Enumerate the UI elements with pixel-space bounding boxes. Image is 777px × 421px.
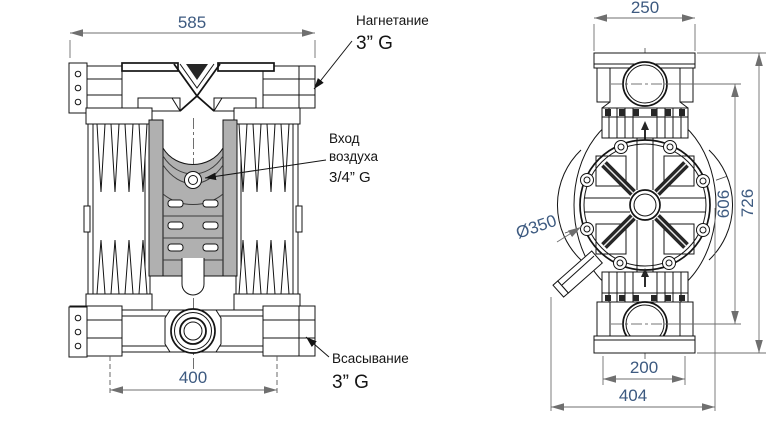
suction-size-text: 3” G	[332, 372, 369, 393]
dim-front-width-top: 585	[69, 13, 316, 58]
side-top-flange	[593, 52, 696, 107]
air-flow-arrow-bottom	[641, 268, 649, 287]
dim-text-diameter: Ø350	[513, 211, 559, 243]
air-inlet-port	[184, 171, 202, 189]
side-spokes	[601, 161, 689, 249]
air-inlet-label: Вход воздуха 3/4” G	[204, 131, 378, 186]
side-muffler-pipe	[552, 250, 604, 298]
side-body	[557, 109, 733, 301]
dim-text-400: 400	[179, 368, 207, 387]
side-view: 250 606 726 Ø350 200	[513, 0, 766, 411]
front-top-manifold	[85, 62, 316, 112]
dim-text-200: 200	[630, 358, 658, 377]
dim-front-width-bottom: 400	[109, 356, 278, 396]
dim-side-ports-height: 606	[667, 83, 741, 325]
dim-side-flange-width: 200	[602, 356, 686, 385]
dim-text-585: 585	[178, 13, 206, 32]
front-right-chamber	[233, 107, 303, 313]
dim-side-diameter: Ø350	[513, 211, 582, 243]
suction-label: Всасывание 3” G	[305, 336, 409, 393]
bolt-hole	[74, 84, 82, 92]
mounting-plate-bottom	[68, 306, 88, 358]
bolt-hole	[74, 98, 82, 106]
suction-leader	[305, 336, 330, 358]
air-inlet-text-2: воздуха	[329, 149, 378, 164]
air-inlet-size-text: 3/4” G	[329, 169, 371, 186]
air-flow-arrow-top	[641, 121, 649, 140]
front-left-chamber	[83, 107, 153, 313]
dim-side-overall-depth: 404	[550, 208, 716, 411]
discharge-label: Нагнетание 3” G	[313, 13, 429, 90]
mounting-plate-top	[68, 62, 88, 114]
bolt-hole	[74, 70, 82, 78]
discharge-text: Нагнетание	[356, 13, 429, 28]
front-suction-port	[170, 308, 216, 354]
bolt-hole	[74, 328, 82, 336]
side-bottom-block	[601, 268, 689, 309]
suction-text: Всасывание	[332, 351, 409, 366]
side-bolt-circle	[580, 140, 710, 270]
front-view: 585 400 Нагнетание 3” G Вход воздуха 3/4…	[68, 13, 429, 396]
side-hub	[629, 189, 661, 221]
dim-side-overall-height: 726	[697, 52, 766, 354]
front-bottom-manifold	[69, 305, 316, 357]
suction-elbow-tube	[181, 258, 205, 296]
dim-side-width-top: 250	[593, 0, 696, 51]
air-inlet-text-1: Вход	[329, 131, 360, 146]
discharge-leader	[313, 40, 353, 90]
dim-text-726: 726	[738, 189, 757, 217]
dim-text-606: 606	[714, 190, 733, 218]
dim-text-404: 404	[619, 386, 647, 405]
air-inlet-leader	[204, 159, 327, 181]
side-top-block	[601, 101, 689, 140]
bolt-hole	[74, 342, 82, 350]
front-air-section	[148, 119, 238, 296]
bolt-hole	[74, 314, 82, 322]
dim-text-250: 250	[631, 0, 659, 17]
side-bottom-flange	[593, 301, 696, 354]
discharge-size-text: 3” G	[356, 33, 393, 54]
